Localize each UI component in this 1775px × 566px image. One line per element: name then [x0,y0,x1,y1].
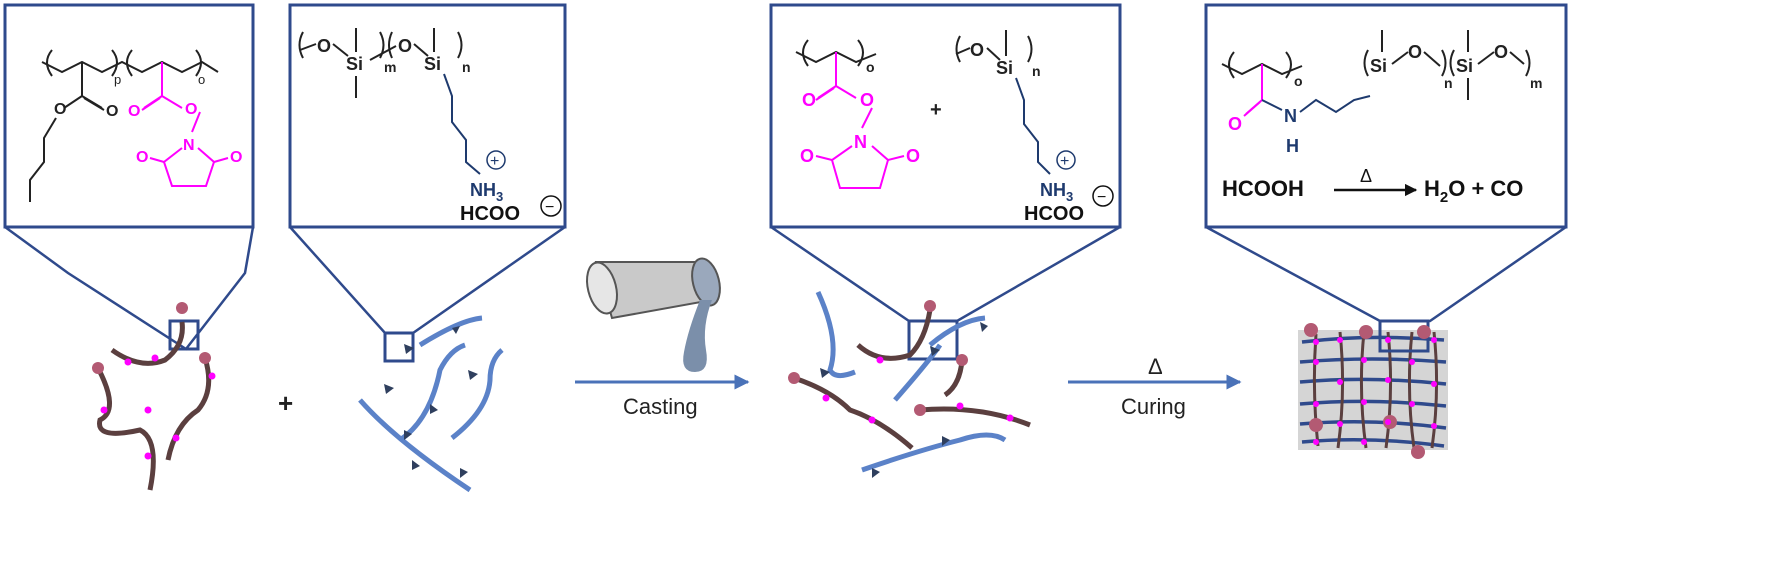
ester-group [151,354,159,362]
end-group [176,302,188,314]
amine-marker [980,322,988,332]
panel-cured-network: o O N H Si O n Si O m HCOOH Δ H2O + CO [1204,3,1568,323]
ester-group [144,452,152,460]
atom-si: Si [1370,56,1387,76]
atom-n: N [183,137,195,154]
nhs-copolymer-chains [92,302,216,491]
atom-si: Si [346,54,363,74]
casting-label: Casting [623,394,698,419]
ester-group [124,358,132,366]
subscript-o: o [1294,73,1303,89]
amine-marker [412,460,420,470]
atom-si: Si [996,58,1013,78]
end-group [1359,325,1373,339]
subscript-o: o [866,59,875,75]
negative-charge: − [1097,189,1106,206]
amine-marker [404,430,412,440]
amine-group: NH3 [470,180,503,204]
subscript-n: n [1444,75,1453,91]
subscript-p: p [114,72,121,87]
curing-label: Curing [1121,394,1186,419]
formate-counterion: HCOO [460,203,520,225]
atom-si: Si [424,54,441,74]
subscript-o: o [198,72,205,87]
end-group [1309,418,1323,432]
end-group [1411,445,1425,459]
panel-cast-mixture: o O O N O O + O Si n NH3 + HCOO − [769,3,1122,361]
ester-group [1006,414,1014,422]
formic-acid: HCOOH [1222,176,1304,201]
casting-beaker [586,257,721,372]
end-group [914,404,926,416]
end-group [1304,323,1318,337]
positive-charge: + [1060,153,1069,170]
ester-group [868,416,876,424]
formate-counterion: HCOO [1024,203,1084,225]
ester-group [100,406,108,414]
ester-group [876,356,884,364]
panel-aminosiloxane: O Si m O Si n NH3 + HCOO − [288,3,567,363]
atom-n: N [854,132,867,152]
amine-marker [930,346,940,356]
atom-o: O [317,36,331,56]
amine-marker [820,368,830,378]
amine-marker [384,384,394,394]
amine-marker [404,344,414,354]
ester-group [822,394,830,402]
atom-o: O [800,146,814,166]
amine-marker [452,326,460,334]
ester-group [144,406,152,414]
end-group [1417,325,1431,339]
amine-marker [460,468,468,478]
amine-group: NH3 [1040,180,1073,204]
atom-si: Si [1456,56,1473,76]
subscript-m: m [1530,75,1542,91]
end-group [788,372,800,384]
atom-o: O [136,149,148,166]
atom-o: O [1228,114,1242,134]
atom-o: O [906,146,920,166]
negative-charge: − [545,199,554,216]
ester-group [172,434,180,442]
atom-o: O [398,36,412,56]
subscript-n: n [1032,63,1041,79]
atom-h: H [1286,136,1299,156]
plus-sign: + [278,388,293,418]
positive-charge: + [490,153,499,170]
atom-o: O [1408,42,1422,62]
atom-n: N [1284,106,1297,126]
aminosiloxane-chains [358,315,504,493]
atom-o: O [128,103,140,120]
crosslinked-network [1298,319,1448,459]
end-group [199,352,211,364]
atom-o: O [970,40,984,60]
atom-o: O [106,103,118,120]
amine-marker [872,468,880,478]
atom-o: O [802,90,816,110]
panel-nhs-copolymer: p o O O O O N O O [3,3,255,351]
end-group [956,354,968,366]
atom-o: O [1494,42,1508,62]
amine-marker [430,404,438,414]
ester-group [208,372,216,380]
atom-o: O [230,149,242,166]
end-group [924,300,936,312]
end-group [92,362,104,374]
atom-o: O [860,90,874,110]
ester-group [956,402,964,410]
plus-sign: + [930,99,942,121]
decomposition-products: H2O + CO [1424,176,1523,206]
amine-marker [468,370,478,380]
atom-o: O [54,101,66,118]
heat-symbol: Δ [1360,166,1372,186]
amine-marker [942,436,950,446]
subscript-m: m [384,59,396,75]
atom-o: O [185,101,197,118]
curing-heat-symbol: Δ [1148,354,1163,379]
subscript-n: n [462,59,471,75]
cast-mixture-chains [788,290,1031,478]
